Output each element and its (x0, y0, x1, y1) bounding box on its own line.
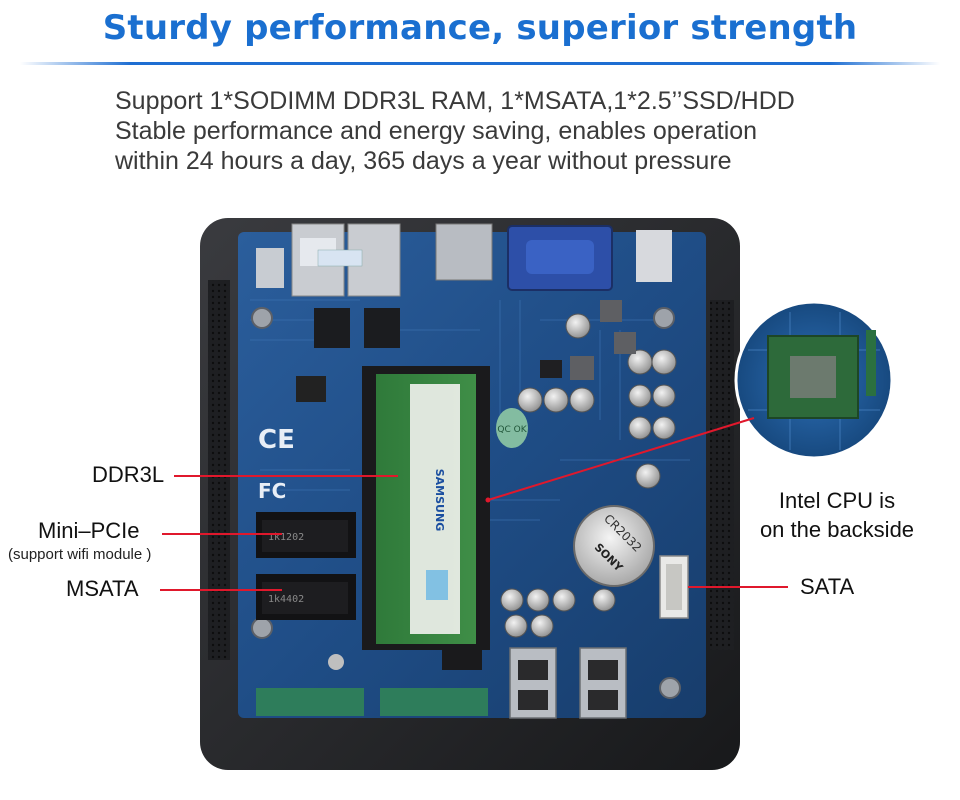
ram-brand-text: SAMSUNG (433, 469, 446, 531)
network-chip-2 (364, 308, 400, 348)
callout-minipcie-line (162, 533, 282, 535)
screws (251, 307, 681, 699)
capacitors (500, 313, 677, 638)
header-pins (442, 648, 482, 670)
mosfet-1 (540, 360, 562, 378)
green-terminal-2 (380, 688, 488, 716)
green-terminal-1 (256, 688, 364, 716)
callout-msata-line (160, 589, 282, 591)
svg-text:QC OK: QC OK (497, 425, 527, 435)
mini-pcie-slot-text: 1k1202 (268, 532, 304, 543)
cpu-callout-line (487, 417, 755, 501)
inductor-1 (614, 332, 636, 354)
cmos-battery (573, 505, 655, 587)
callout-msata-label: MSATA (66, 576, 139, 601)
chassis-vent-left (208, 280, 230, 660)
buzzer (328, 654, 344, 670)
fc-mark: FC (258, 479, 286, 503)
headline: Sturdy performance, superior strength (102, 8, 858, 48)
msata-slot-text: 1k4402 (268, 594, 304, 605)
qc-sticker (496, 408, 528, 448)
feature-description: Support 1*SODIMM DDR3L RAM, 1*MSATA,1*2.… (115, 86, 795, 176)
description-line-3: within 24 hours a day, 365 days a year w… (115, 147, 732, 175)
network-chip-1 (314, 308, 350, 348)
callout-cpu-label: Intel CPU is on the backside (742, 486, 932, 544)
ce-mark: CE (258, 425, 295, 455)
inductor-3 (570, 356, 594, 380)
callout-minipcie-label: Mini–PCIe (38, 518, 140, 543)
title-underline (20, 62, 940, 65)
hdmi-port (435, 223, 493, 281)
description-line-2: Stable performance and energy saving, en… (115, 117, 758, 145)
bios-chip (296, 376, 326, 402)
callout-cpu-line-1: Intel CPU is (778, 488, 896, 513)
power-jack (636, 230, 672, 282)
callout-cpu-line-2: on the backside (759, 517, 915, 542)
callout-ddr3l-label: DDR3L (92, 462, 165, 487)
callout-minipcie-note: (support wifi module ) (8, 546, 152, 563)
callout-sata-label: SATA (800, 574, 855, 599)
callout-ddr3l-line (174, 475, 398, 477)
inductor-2 (600, 300, 622, 322)
cpu-die (790, 356, 836, 398)
description-line-1: Support 1*SODIMM DDR3L RAM, 1*MSATA,1*2.… (115, 87, 795, 115)
chassis-vent-right (710, 300, 734, 650)
callout-sata-line (688, 586, 788, 588)
